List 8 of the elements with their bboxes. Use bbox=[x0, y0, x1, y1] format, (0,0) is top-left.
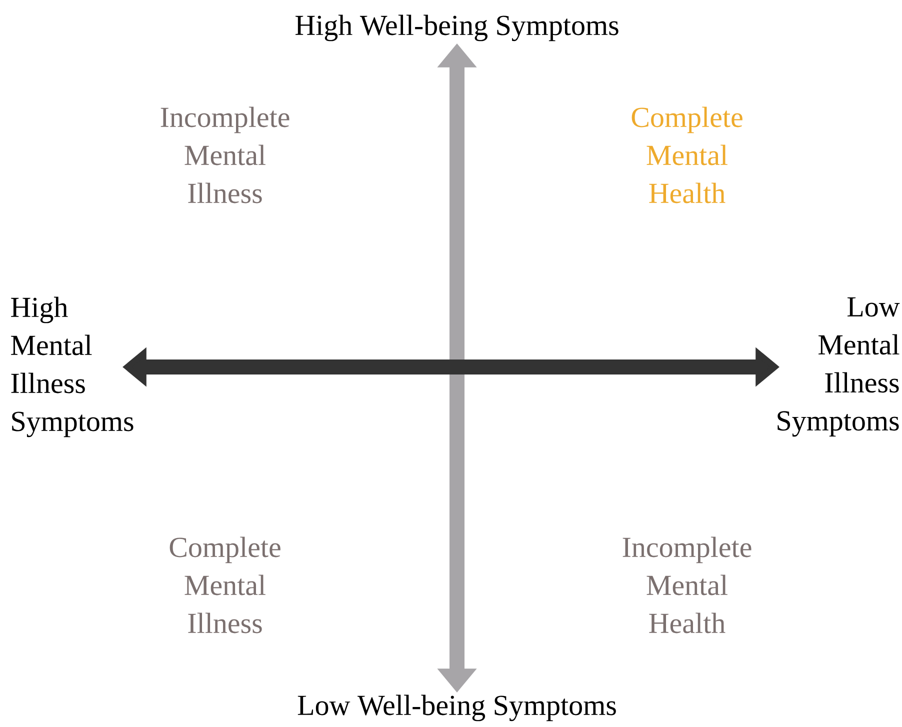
quadrant-label: Incomplete Mental Illness bbox=[160, 106, 290, 204]
quadrant-label: Complete Mental Illness bbox=[170, 536, 280, 634]
axis-label: High Well-being Symptoms bbox=[295, 14, 618, 42]
axis-label: Low Well-being Symptoms bbox=[298, 694, 616, 722]
quadrant-label: Complete Mental Health bbox=[632, 106, 742, 204]
axis-label: High Mental Illness Symptoms bbox=[11, 296, 134, 438]
axis-label: Low Mental Illness Symptoms bbox=[778, 297, 900, 437]
quadrant-label: Incomplete Mental Health bbox=[622, 536, 752, 634]
